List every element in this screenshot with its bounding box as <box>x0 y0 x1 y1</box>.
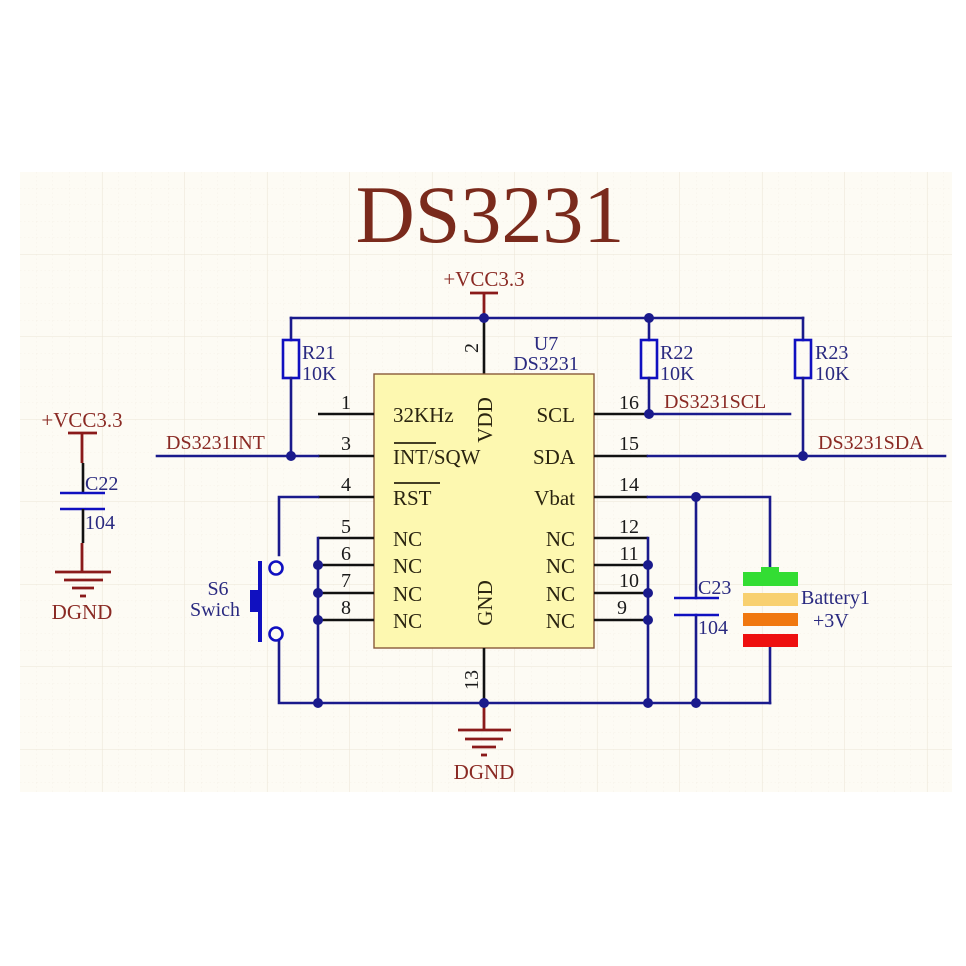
resistor-r23[interactable]: R23 10K <box>793 316 850 458</box>
capacitor-c23[interactable]: C23 104 <box>674 577 731 639</box>
vcc-left-port: +VCC3.3 <box>41 408 123 463</box>
pin-1-name: 32KHz <box>393 403 454 427</box>
pin-14-number: 14 <box>619 474 639 496</box>
pin-16-name: SCL <box>536 403 575 427</box>
switch-button <box>250 590 260 612</box>
vcc-left-label: +VCC3.3 <box>41 408 122 432</box>
r21-value: 10K <box>302 363 337 385</box>
junction <box>644 313 654 323</box>
pin-7-number: 7 <box>341 570 351 592</box>
junction <box>643 615 653 625</box>
c22-value: 104 <box>85 512 115 534</box>
pin-2-number: 2 <box>461 343 483 353</box>
pin-4-name: RST <box>393 486 432 510</box>
battery-designator: Battery1 <box>801 587 870 609</box>
battery-cell-1 <box>743 572 798 586</box>
junction <box>643 560 653 570</box>
rst-wire <box>277 495 320 557</box>
pin-10-name: NC <box>546 582 575 606</box>
pin-6-name: NC <box>393 554 422 578</box>
switch-s6[interactable]: S6 Swich <box>190 560 284 642</box>
battery-terminal <box>761 567 779 573</box>
battery-value: +3V <box>813 610 849 632</box>
pin-3-number: 3 <box>341 433 351 455</box>
pin-5-number: 5 <box>341 516 351 538</box>
vbat-wire <box>646 495 772 570</box>
resistor-r21[interactable]: R21 10K <box>281 316 337 458</box>
battery-cell-2 <box>743 593 798 606</box>
c23-value: 104 <box>698 617 728 639</box>
pin-gnd-name: GND <box>473 580 497 626</box>
ic-part: DS3231 <box>513 353 579 375</box>
r23-designator: R23 <box>815 342 848 364</box>
s6-designator: S6 <box>207 578 228 600</box>
junction <box>313 698 323 708</box>
gnd-bottom-port: DGND <box>454 703 515 784</box>
switch-contact-top <box>268 560 284 576</box>
junction <box>313 560 323 570</box>
junction <box>798 451 808 461</box>
pin-4-number: 4 <box>341 474 351 496</box>
junctions <box>286 313 808 708</box>
pin-5-name: NC <box>393 527 422 551</box>
junction <box>313 588 323 598</box>
pin-12-name: NC <box>546 527 575 551</box>
battery-cell-4 <box>743 634 798 647</box>
pin-10-number: 10 <box>619 570 639 592</box>
gnd-left-label: DGND <box>52 600 113 624</box>
pin-3-name: INT/SQW <box>393 445 481 469</box>
pin-8-name: NC <box>393 609 422 633</box>
sda-net-label: DS3231SDA <box>818 432 924 454</box>
junction <box>313 615 323 625</box>
pin-6-number: 6 <box>341 543 351 565</box>
ic-left-pins: 1 3 4 5 6 7 8 32KHz INT/SQW RST NC NC NC… <box>318 392 481 633</box>
junction <box>479 698 489 708</box>
capacitor-c22[interactable]: C22 104 <box>60 463 118 543</box>
junction <box>691 698 701 708</box>
battery-1[interactable]: Battery1 +3V <box>743 567 870 647</box>
c22-designator: C22 <box>85 473 118 495</box>
pin-12-number: 12 <box>619 516 639 538</box>
switch-ground-wire <box>277 638 320 705</box>
ic-u7[interactable]: U7 DS3231 VDD GND <box>373 333 595 649</box>
pin-15-number: 15 <box>619 433 639 455</box>
junction <box>643 698 653 708</box>
scl-net-label: DS3231SCL <box>664 391 766 413</box>
r22-value: 10K <box>660 363 695 385</box>
junction <box>479 313 489 323</box>
junction <box>286 451 296 461</box>
c23-designator: C23 <box>698 577 731 599</box>
junction <box>691 492 701 502</box>
ic-right-pins: 16 15 14 12 11 10 9 SCL SDA Vbat NC NC N… <box>533 392 648 633</box>
pin-vdd-name: VDD <box>473 397 497 443</box>
pin-15-name: SDA <box>533 445 576 469</box>
gnd-left-port: DGND <box>52 543 113 624</box>
ic-body <box>373 373 595 649</box>
sheet-title: DS3231 <box>356 169 625 260</box>
r22-designator: R22 <box>660 342 693 364</box>
s6-value: Swich <box>190 599 240 621</box>
pin-14-name: Vbat <box>534 486 575 510</box>
ic-designator: U7 <box>534 333 558 355</box>
battery-cell-3 <box>743 613 798 626</box>
pin-1-number: 1 <box>341 392 351 414</box>
pin-11-number: 11 <box>619 543 638 565</box>
pin-9-number: 9 <box>617 597 627 619</box>
pin-8-number: 8 <box>341 597 351 619</box>
gnd-bottom-label: DGND <box>454 760 515 784</box>
pin-13-number: 13 <box>461 670 483 690</box>
pin-9-name: NC <box>546 609 575 633</box>
pin-11-name: NC <box>546 554 575 578</box>
junction <box>644 409 654 419</box>
switch-contact-bottom <box>268 626 284 642</box>
r23-value: 10K <box>815 363 850 385</box>
int-net-label: DS3231INT <box>166 432 265 454</box>
junction <box>643 588 653 598</box>
vcc-top-label: +VCC3.3 <box>443 267 524 291</box>
r21-designator: R21 <box>302 342 335 364</box>
pin-7-name: NC <box>393 582 422 606</box>
pin-16-number: 16 <box>619 392 639 414</box>
